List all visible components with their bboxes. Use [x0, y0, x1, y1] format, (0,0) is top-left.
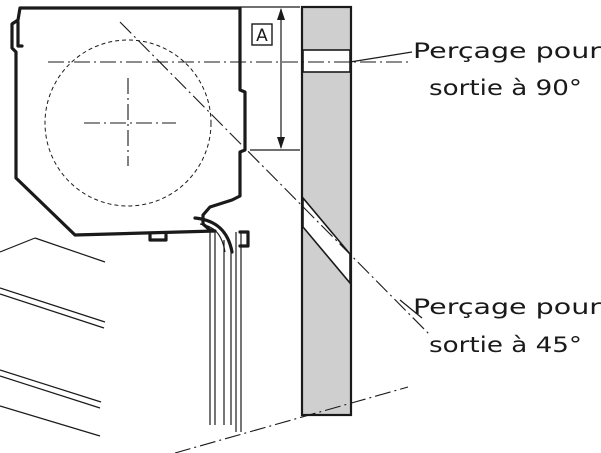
- hole-45: [302, 195, 351, 286]
- label-drill-45-line1: Perçage pour: [413, 295, 601, 319]
- hole-90: [302, 49, 351, 73]
- dim-arrow-bottom: [277, 137, 285, 149]
- guide-rail: [193, 216, 242, 432]
- dimension-marker-box: [251, 23, 273, 46]
- label-drill-90: Perçage pour sortie à 90°: [413, 39, 601, 100]
- frame-line-1: [0, 237, 36, 253]
- label-drill-45: Perçage pour sortie à 45°: [413, 295, 601, 357]
- rail-flare: [193, 216, 234, 254]
- leader-90: [349, 51, 413, 63]
- dimension-marker-label: A: [256, 26, 268, 46]
- frame-line-2: [34, 237, 106, 263]
- axis-45: [119, 21, 431, 336]
- frame-line-7: [0, 405, 101, 437]
- frame-line-5: [0, 369, 102, 403]
- drum-circle: [44, 39, 212, 207]
- housing: [10, 6, 250, 248]
- label-drill-45-line2: sortie à 45°: [429, 333, 582, 357]
- floor-line: [174, 386, 409, 453]
- wall: [300, 5, 353, 417]
- frame-line-4: [0, 293, 105, 329]
- dimension-a: A: [240, 6, 300, 151]
- housing-outline: [10, 6, 247, 237]
- housing-clip-top: [16, 20, 24, 48]
- frame-line-3: [0, 287, 106, 323]
- dim-arrow-top: [277, 8, 285, 20]
- window-frame: [0, 237, 106, 437]
- housing-clip-right: [238, 230, 250, 248]
- frame-line-6: [0, 375, 101, 409]
- label-drill-90-line1: Perçage pour: [413, 39, 601, 63]
- label-drill-90-line2: sortie à 90°: [429, 76, 582, 100]
- housing-clip-bottom: [148, 232, 168, 242]
- leader-45: [399, 299, 423, 319]
